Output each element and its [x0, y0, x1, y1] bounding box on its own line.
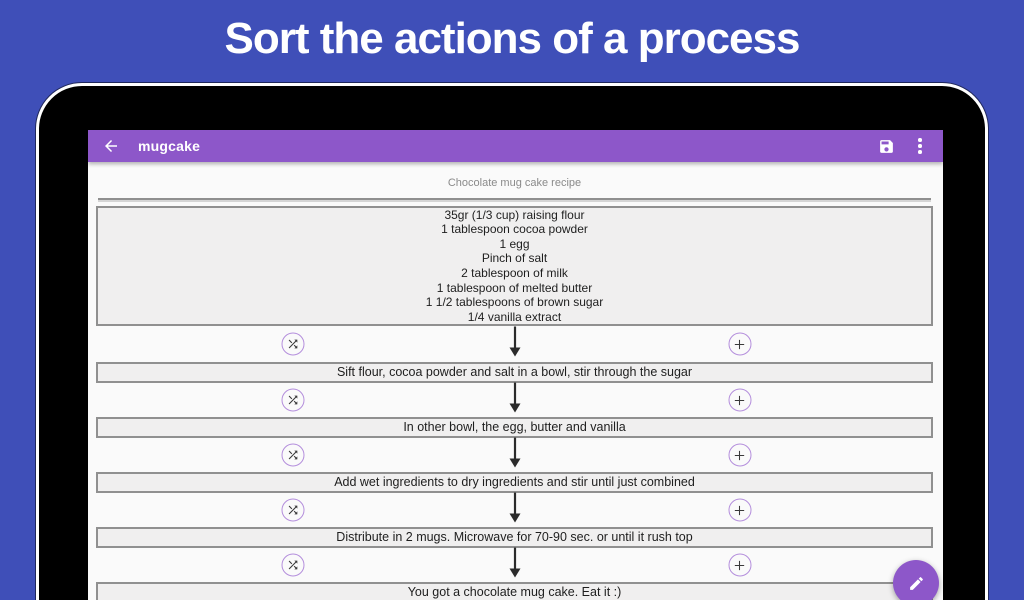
arrow-down-icon [507, 326, 523, 362]
step-box[interactable]: Sift flour, cocoa powder and salt in a b… [96, 362, 933, 383]
plus-icon[interactable] [728, 443, 752, 467]
shuffle-icon[interactable] [281, 498, 305, 522]
tablet-frame: mugcake Chocolate mug cake recipe 35gr (… [36, 83, 988, 600]
connector-row [96, 382, 933, 418]
page-title: Sort the actions of a process [224, 14, 801, 63]
app-bar: mugcake [88, 130, 943, 162]
pencil-icon [908, 575, 925, 592]
ingredient-line: 1 egg [499, 236, 530, 251]
plus-icon[interactable] [728, 553, 752, 577]
process-editor: Chocolate mug cake recipe 35gr (1/3 cup)… [88, 172, 943, 600]
ingredient-line: 1 tablespoon of melted butter [436, 280, 593, 295]
step-box[interactable]: In other bowl, the egg, butter and vanil… [96, 417, 933, 438]
ingredient-line: Pinch of salt [481, 251, 548, 266]
step-box[interactable]: Distribute in 2 mugs. Microwave for 70-9… [96, 527, 933, 548]
arrow-down-icon [507, 492, 523, 528]
connector-row [96, 492, 933, 528]
app-bar-title: mugcake [138, 138, 201, 154]
step-box[interactable]: You got a chocolate mug cake. Eat it :) [96, 582, 933, 600]
ingredient-line: 1 tablespoon cocoa powder [441, 222, 588, 237]
shuffle-icon[interactable] [281, 553, 305, 577]
arrow-down-icon [507, 382, 523, 418]
shuffle-icon[interactable] [281, 332, 305, 356]
ingredient-line: 2 tablespoon of milk [461, 266, 568, 280]
connector-row [96, 326, 933, 362]
ingredient-line: 35gr (1/3 cup) raising flour [444, 207, 585, 222]
app-screen: mugcake Chocolate mug cake recipe 35gr (… [88, 130, 943, 600]
process-name-field[interactable]: Chocolate mug cake recipe [98, 172, 931, 200]
ingredient-line: 1 1/2 tablespoons of brown sugar [425, 295, 604, 310]
plus-icon[interactable] [728, 388, 752, 412]
arrow-down-icon [507, 547, 523, 583]
shuffle-icon[interactable] [281, 443, 305, 467]
plus-icon[interactable] [728, 332, 752, 356]
ingredient-line: 1/4 vanilla extract [467, 309, 562, 324]
connector-row [96, 547, 933, 583]
step-box[interactable]: Add wet ingredients to dry ingredients a… [96, 472, 933, 493]
plus-icon[interactable] [728, 498, 752, 522]
back-icon[interactable] [101, 136, 121, 156]
arrow-down-icon [507, 437, 523, 473]
edit-fab[interactable] [893, 560, 939, 600]
overflow-menu-icon[interactable] [909, 135, 931, 157]
connector-row [96, 437, 933, 473]
save-icon[interactable] [875, 135, 897, 157]
step-box-ingredients[interactable]: 35gr (1/3 cup) raising flour 1 tablespoo… [96, 206, 933, 326]
shuffle-icon[interactable] [281, 388, 305, 412]
